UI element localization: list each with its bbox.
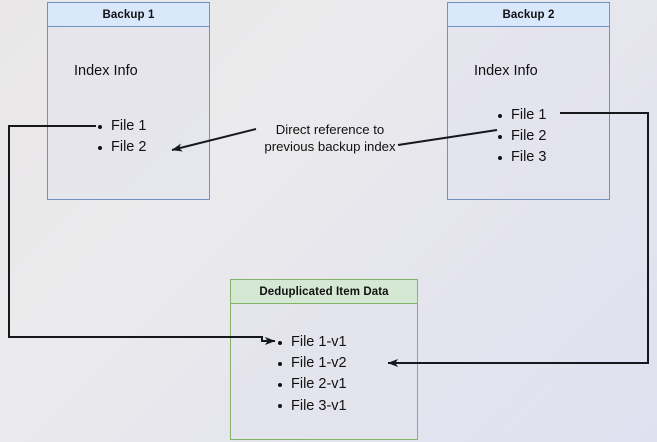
list-item: File 1-v2: [278, 353, 347, 374]
deduplicated-item-data-header: Deduplicated Item Data: [231, 280, 417, 304]
direct-reference-annotation: Direct reference to previous backup inde…: [264, 121, 396, 155]
backup-2-index-info-label: Index Info: [474, 63, 538, 79]
list-item: File 1-v1: [278, 332, 347, 353]
backup-1-file-list: File 1 File 2: [98, 116, 146, 158]
list-item: File 3-v1: [278, 396, 347, 417]
backup-2-file-list: File 1 File 2 File 3: [498, 105, 546, 169]
list-item: File 3: [498, 147, 546, 168]
backup-2-box[interactable]: Backup 2 Index Info File 1 File 2 File 3: [447, 2, 610, 200]
dedup-file-list: File 1-v1 File 1-v2 File 2-v1 File 3-v1: [278, 332, 347, 417]
backup-1-index-info-label: Index Info: [74, 63, 138, 79]
deduplicated-item-data-box[interactable]: Deduplicated Item Data File 1-v1 File 1-…: [230, 279, 418, 440]
backup-1-header: Backup 1: [48, 3, 209, 27]
list-item: File 2: [98, 137, 146, 158]
list-item: File 1: [98, 116, 146, 137]
list-item: File 2-v1: [278, 374, 347, 395]
direct-reference-line-2: previous backup index: [264, 139, 396, 154]
backup-1-box[interactable]: Backup 1 Index Info File 1 File 2: [47, 2, 210, 200]
backup-2-header: Backup 2: [448, 3, 609, 27]
list-item: File 2: [498, 126, 546, 147]
direct-reference-line-1: Direct reference to: [275, 122, 385, 137]
list-item: File 1: [498, 105, 546, 126]
